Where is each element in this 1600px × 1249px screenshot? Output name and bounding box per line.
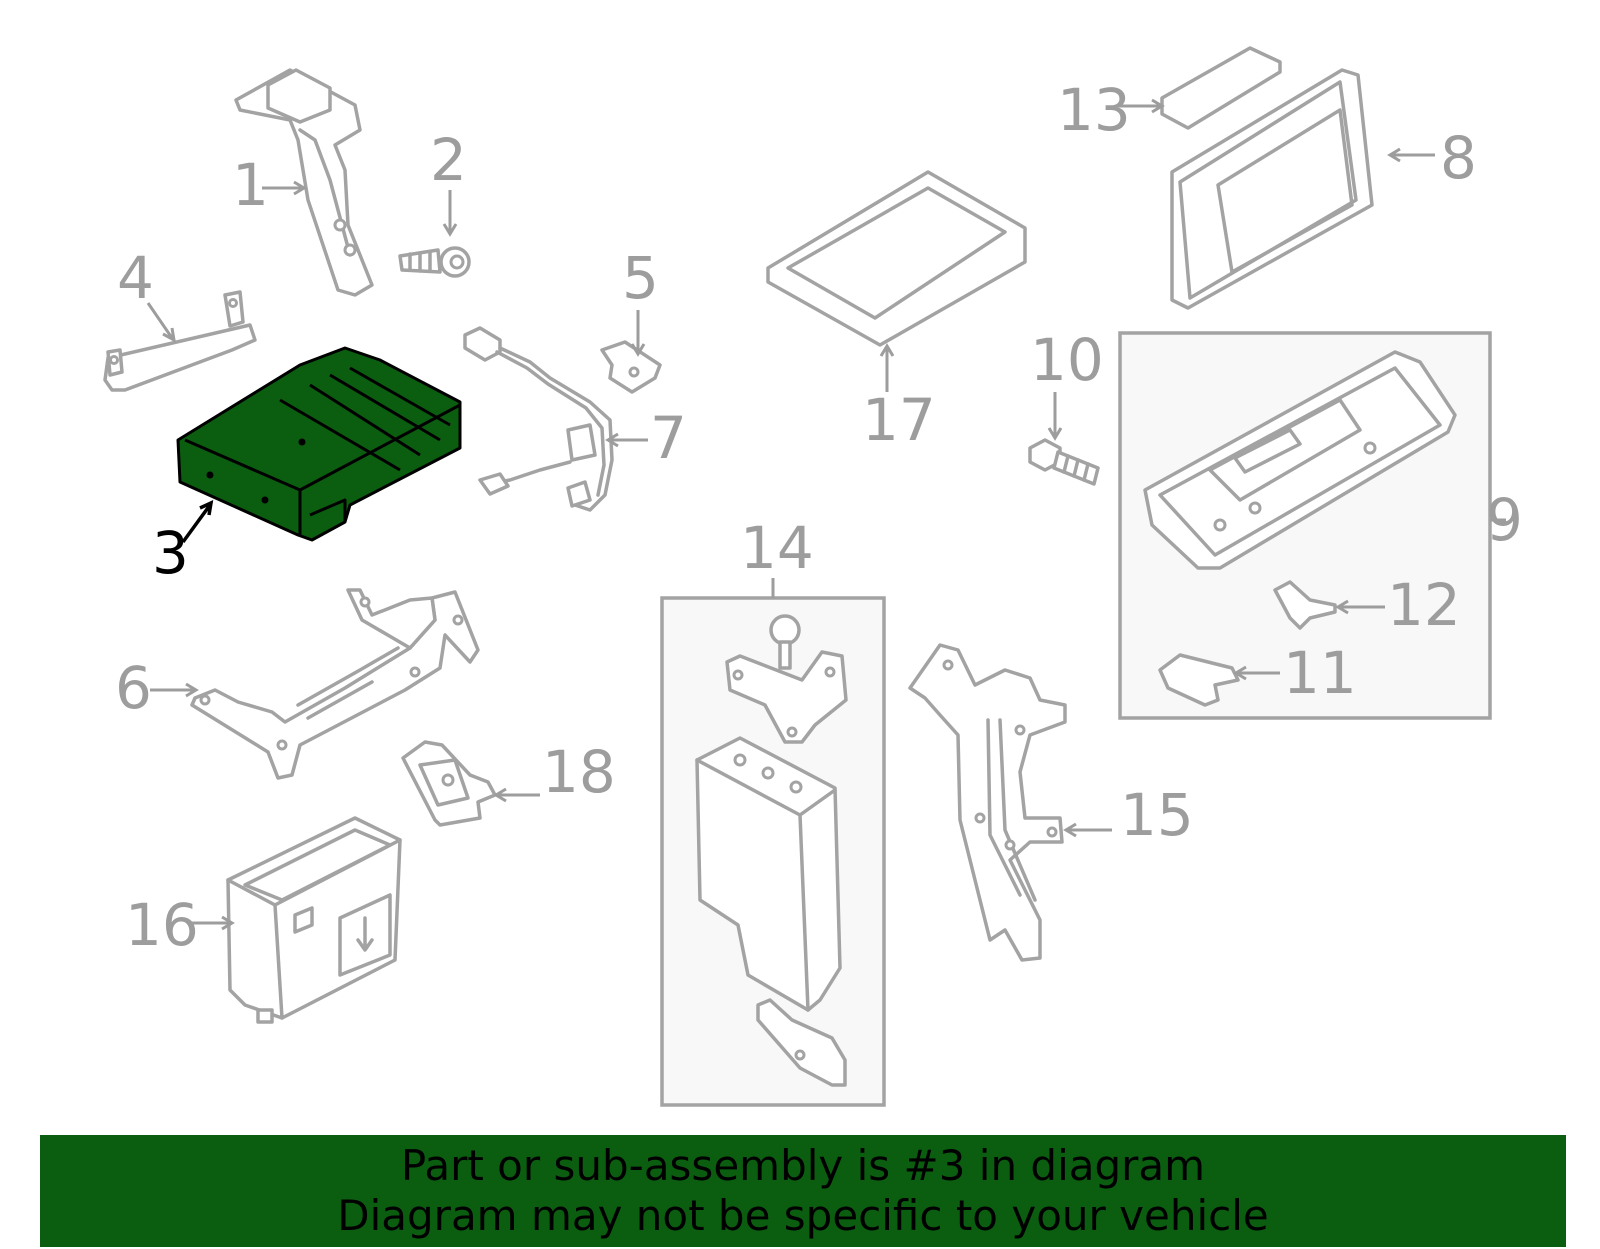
arrow-13 xyxy=(1118,98,1165,114)
arrow-15 xyxy=(1063,822,1112,838)
part-6-bracket xyxy=(190,588,480,780)
arrow-12 xyxy=(1335,599,1385,615)
callout-8: 8 xyxy=(1440,124,1477,192)
arrow-5 xyxy=(630,310,646,357)
part-10-bolt xyxy=(1028,438,1100,486)
part-17-cover xyxy=(766,170,1027,347)
arrow-4 xyxy=(146,302,176,343)
callout-1: 1 xyxy=(232,151,269,219)
callout-16: 16 xyxy=(125,891,199,959)
arrow-8 xyxy=(1387,147,1435,163)
callout-11: 11 xyxy=(1283,639,1357,707)
callout-3: 3 xyxy=(152,519,189,587)
part-5-clip xyxy=(600,340,662,394)
callout-2: 2 xyxy=(430,126,467,194)
callout-7: 7 xyxy=(650,404,687,472)
part-3-module-highlighted xyxy=(176,346,462,542)
callout-14: 14 xyxy=(740,514,814,582)
part-18-bracket xyxy=(401,740,497,827)
part-9-control-panel xyxy=(1143,350,1457,570)
callout-12: 12 xyxy=(1387,571,1461,639)
part-8-display xyxy=(1170,68,1374,310)
arrow-7 xyxy=(605,432,648,448)
part-7-harness xyxy=(463,326,614,512)
callout-18: 18 xyxy=(542,738,616,806)
part-13-trim xyxy=(1160,46,1282,130)
arrow-1 xyxy=(262,180,307,196)
part-16-module xyxy=(226,816,402,1024)
arrow-18 xyxy=(493,787,540,803)
arrow-11 xyxy=(1233,665,1280,681)
part-1-bracket xyxy=(234,68,374,297)
arrow-16 xyxy=(190,915,235,931)
callout-15: 15 xyxy=(1120,781,1194,849)
part-2-screw xyxy=(398,246,471,278)
arrow-2 xyxy=(442,190,458,237)
banner-line-1: Part or sub-assembly is #3 in diagram xyxy=(400,1141,1206,1190)
part-4-bracket xyxy=(103,290,257,392)
callout-17: 17 xyxy=(862,386,936,454)
arrow-17 xyxy=(879,343,895,392)
arrow-3 xyxy=(181,500,214,544)
callout-5: 5 xyxy=(622,244,659,312)
callout-6: 6 xyxy=(115,654,152,722)
banner-line-2: Diagram may not be specific to your vehi… xyxy=(337,1191,1269,1240)
part-14-module xyxy=(695,614,848,1087)
callout-13: 13 xyxy=(1057,76,1131,144)
part-15-bracket xyxy=(908,643,1067,962)
callout-10: 10 xyxy=(1030,326,1104,394)
part-12-clip xyxy=(1273,580,1337,630)
arrow-10 xyxy=(1047,392,1063,441)
callout-4: 4 xyxy=(117,244,154,312)
part-11-clip xyxy=(1158,653,1240,707)
arrow-6 xyxy=(150,682,199,698)
info-banner: Part or sub-assembly is #3 in diagram Di… xyxy=(40,1135,1566,1247)
